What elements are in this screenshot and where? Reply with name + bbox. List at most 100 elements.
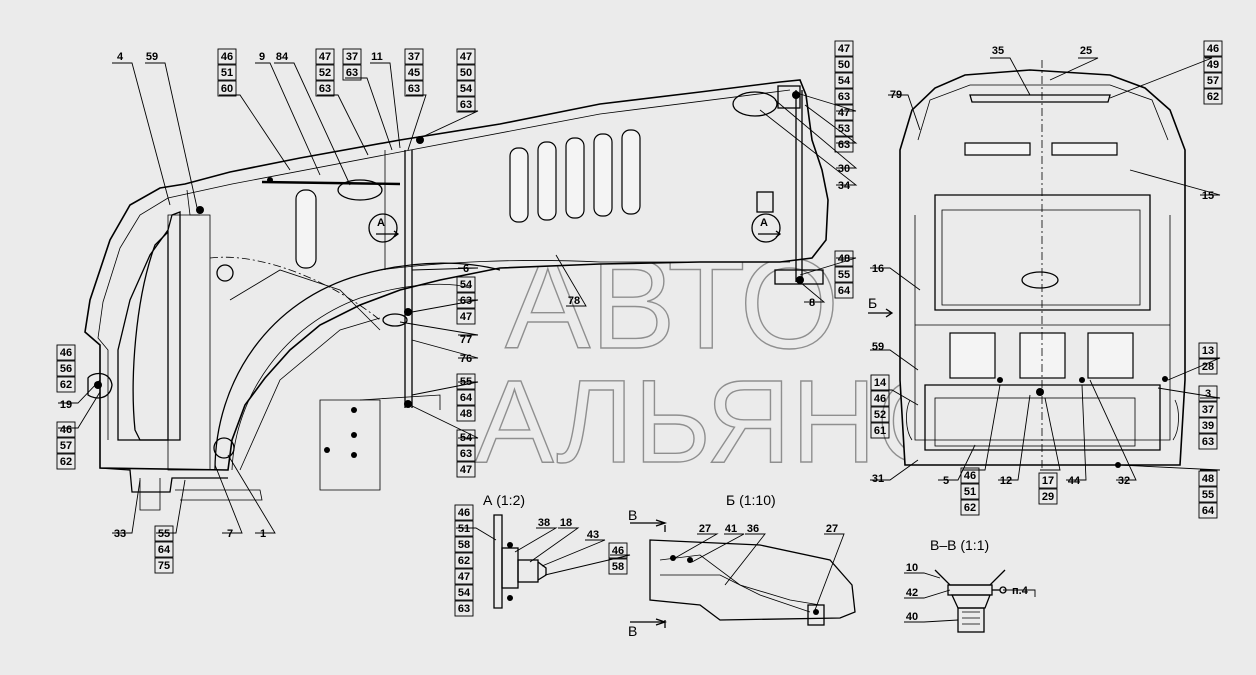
callout-box (1203, 88, 1223, 105)
callout-number: 12 (1000, 475, 1012, 487)
callout-number: 13 (1202, 345, 1214, 357)
callout-box (834, 250, 854, 267)
callout-number: 64 (460, 392, 473, 404)
callout-c84: 84 (276, 51, 289, 63)
callout-number: 40 (906, 611, 918, 623)
callout-number: 47 (460, 51, 472, 63)
callout-number: 63 (460, 99, 472, 111)
callout-c34: 34 (838, 180, 851, 192)
section-v-bottom: В (628, 623, 637, 639)
callout-number: 16 (872, 263, 884, 275)
callout-number: 48 (838, 253, 850, 265)
callout-number: 58 (458, 539, 470, 551)
callout-box (456, 445, 476, 462)
callout-number: 62 (964, 502, 976, 514)
callout-number: 48 (1202, 473, 1214, 485)
callout-box (1198, 486, 1218, 503)
callout-number: 46 (964, 470, 976, 482)
callout-number: 59 (872, 341, 884, 353)
callout-number: 45 (408, 67, 420, 79)
callout-number: 46 (612, 545, 624, 557)
callout-box (454, 584, 474, 601)
view-arrow-b: Б (868, 295, 894, 318)
callout-number: 51 (458, 523, 470, 535)
callout-c42: 42 (906, 587, 918, 599)
callout-number: 78 (568, 295, 580, 307)
callout-number: 37 (1202, 404, 1214, 416)
callout-box (1203, 72, 1223, 89)
callout-number: 47 (838, 107, 850, 119)
callout-number: 50 (460, 67, 472, 79)
callout-c25: 25 (1080, 45, 1092, 57)
callout-number: 47 (460, 311, 472, 323)
section-mark-label: А (760, 217, 768, 229)
callout-number: 50 (838, 59, 850, 71)
callout-c8: 8 (809, 297, 815, 309)
callout-box (456, 96, 476, 113)
section-mark-a-left: А (368, 213, 400, 243)
callout-number: 77 (460, 334, 472, 346)
callout-box (834, 72, 854, 89)
callout-number: 75 (158, 560, 170, 572)
callout-c18: 18 (560, 517, 572, 529)
callout-number: 63 (460, 448, 472, 460)
callout-c32: 32 (1118, 475, 1130, 487)
callout-number: 27 (699, 523, 711, 535)
callout-box (1198, 417, 1218, 434)
callout-number: 79 (890, 89, 902, 101)
leader-lines (58, 57, 1221, 623)
callout-number: 44 (1068, 475, 1081, 487)
callout-number: 54 (460, 83, 473, 95)
callout-number: 47 (458, 571, 470, 583)
callout-box (1198, 358, 1218, 375)
callout-number: 64 (158, 544, 171, 556)
callout-box (56, 437, 76, 454)
callout-box (1038, 472, 1058, 489)
callout-number: 6 (463, 263, 469, 275)
callout-number: 47 (838, 43, 850, 55)
callout-box (960, 483, 980, 500)
callout-box (404, 48, 424, 65)
callout-box (834, 104, 854, 121)
callout-c27a: 27 (699, 523, 711, 535)
callout-box (454, 600, 474, 617)
callout-number: 62 (60, 456, 72, 468)
callout-number: 27 (826, 523, 838, 535)
callout-box (217, 80, 237, 97)
callout-number: 51 (964, 486, 976, 498)
callout-number: 30 (838, 163, 850, 175)
callout-box (834, 120, 854, 137)
callout-number: 63 (838, 139, 850, 151)
callout-number: 57 (60, 440, 72, 452)
callout-c19: 19 (60, 399, 72, 411)
callout-number: 55 (460, 376, 472, 388)
callout-c35: 35 (992, 45, 1004, 57)
callout-number: 64 (1202, 505, 1215, 517)
callout-number: 54 (460, 432, 473, 444)
callout-box (342, 64, 362, 81)
watermark: АВТО АЛЬЯНС (474, 232, 962, 488)
callout-number: 57 (1207, 75, 1219, 87)
callout-box (454, 536, 474, 553)
callout-box (1203, 56, 1223, 73)
view-arrow-label: Б (868, 295, 877, 311)
callout-number: 46 (874, 393, 886, 405)
callout-number: 8 (809, 297, 815, 309)
callout-box (608, 542, 628, 559)
callout-number: 62 (60, 379, 72, 391)
callout-number: 28 (1202, 361, 1214, 373)
callout-number: 15 (1202, 190, 1214, 202)
callout-box (456, 405, 476, 422)
callout-number: 51 (221, 67, 233, 79)
